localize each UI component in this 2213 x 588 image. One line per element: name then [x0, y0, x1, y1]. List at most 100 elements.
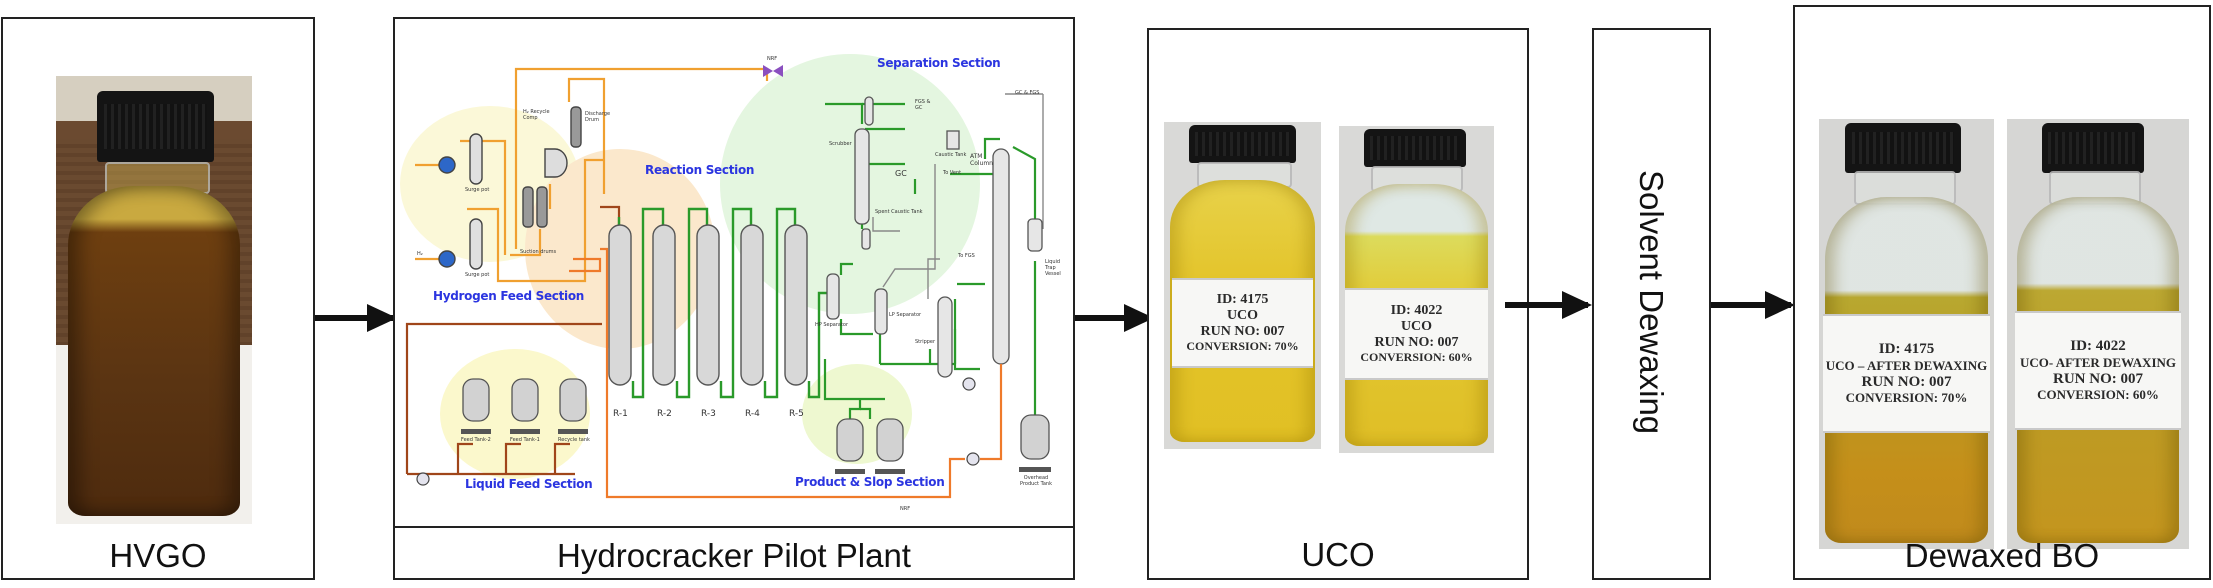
hp-separator-label: HP Separator [815, 322, 849, 328]
reactor-r3 [696, 224, 720, 386]
overhead-product-tank [1020, 414, 1050, 460]
sample-type: UCO – AFTER DEWAXING [1825, 357, 1988, 373]
surge-pot-label: Surge pot [465, 272, 490, 278]
reaction-section-label: Reaction Section [645, 163, 755, 177]
valve-icon [763, 65, 783, 77]
feed-tank-1-label: Feed Tank-1 [510, 437, 540, 443]
suction-drums-label: Suction drums [520, 249, 557, 255]
pilot-caption-divider [395, 526, 1073, 528]
sample-id: ID: 4022 [1390, 302, 1443, 318]
atm-column [992, 148, 1010, 365]
arrow-dewaxing-to-bo [1711, 291, 1795, 319]
solvent-dewaxing-panel: Solvent Dewaxing [1592, 28, 1711, 580]
suction-drum-1 [522, 186, 534, 228]
sample-label: ID: 4175 UCO RUN NO: 007 CONVERSION: 70% [1172, 278, 1313, 368]
separation-equipment [826, 96, 1043, 378]
bottle-cap [1845, 123, 1961, 173]
arrow-hvgo-to-pilot [315, 304, 397, 332]
caustic-tank [946, 130, 960, 150]
hp-separator [826, 273, 840, 320]
h2-recycle-compressor [544, 148, 568, 178]
feed-tank-2-label: Feed Tank-2 [461, 437, 491, 443]
sample-type: UCO- AFTER DEWAXING [2019, 354, 2176, 370]
h2-filter-1 [438, 156, 456, 174]
feed-pump [416, 472, 430, 486]
recycle-tank-label: Recycle tank [558, 437, 590, 443]
gc-fgs-label: GC & FGS [1015, 90, 1040, 96]
reactor-r4 [740, 224, 764, 386]
hvgo-liquid [68, 186, 240, 516]
hvgo-caption: HVGO [109, 537, 207, 574]
spent-caustic-tank-label: Spent Caustic Tank [875, 209, 923, 215]
product-tank [836, 418, 864, 462]
bottoms-line [569, 247, 1003, 499]
feed-lines [405, 205, 621, 476]
hydrogen-lines [415, 67, 769, 283]
liquid-feed-section-label: Liquid Feed Section [465, 477, 593, 491]
surge-pot-2 [469, 218, 483, 270]
separation-section-label: Separation Section [877, 56, 1001, 70]
dewaxed-bo-panel: ID: 4175 UCO – AFTER DEWAXING RUN NO: 00… [1793, 5, 2211, 580]
sample-id: ID: 4175 [1878, 341, 1935, 358]
reactor-label: R-3 [701, 409, 716, 419]
gc-label: GC [895, 169, 907, 178]
reactor-label: R-4 [745, 409, 760, 419]
dewaxed-sample-photo: ID: 4175 UCO – AFTER DEWAXING RUN NO: 00… [1819, 119, 1994, 549]
feed-tank-1 [511, 378, 539, 422]
discharge-drum [570, 106, 582, 148]
stripper-pump [962, 377, 976, 391]
surge-pot-1 [469, 133, 483, 185]
scrubber-label: Scrubber [829, 141, 852, 147]
reactor-label: R-1 [613, 409, 628, 419]
arrow-pilot-to-uco [1075, 304, 1154, 332]
sample-label: ID: 4175 UCO – AFTER DEWAXING RUN NO: 00… [1823, 314, 1990, 433]
process-flow-diagram [400, 54, 1051, 499]
tank-bases [461, 429, 1051, 474]
fgs-condenser [864, 96, 874, 126]
sample-conversion: CONVERSION: 70% [1845, 389, 1968, 405]
sample-conversion: CONVERSION: 60% [2037, 386, 2159, 402]
separation-lines [823, 102, 1037, 419]
reactor-r5 [784, 224, 808, 386]
h2-inlet-label: H₂ [417, 251, 423, 257]
to-vent-label: To Vent [943, 170, 962, 176]
dewaxed-bo-caption: Dewaxed BO [1904, 537, 2100, 574]
sample-conversion: CONVERSION: 70% [1186, 339, 1299, 354]
suction-drum-2 [536, 186, 548, 228]
h2-filter-2 [438, 250, 456, 268]
separation-gray-lines [872, 93, 1044, 299]
pumps [416, 377, 980, 486]
sample-run: RUN NO: 007 [1200, 324, 1285, 340]
liquid-trap-vessel-label: Liquid Trap Vessel [1045, 259, 1061, 277]
uco-caption: UCO [1301, 536, 1375, 573]
reactor-label: R-2 [657, 409, 672, 419]
caustic-tank-label: Caustic Tank [935, 152, 967, 158]
lp-separator-label: LP Separator [889, 312, 922, 318]
bottoms-pump [966, 452, 980, 466]
sample-id: ID: 4022 [2070, 338, 2126, 355]
arrow-uco-to-dewaxing [1505, 291, 1592, 319]
reactor-r2 [652, 224, 676, 386]
feed-tank-2 [462, 378, 490, 422]
sample-run: RUN NO: 007 [2053, 370, 2143, 387]
scrubber [854, 128, 870, 225]
bottle-cap [1189, 125, 1296, 163]
uco-panel: ID: 4175 UCO RUN NO: 007 CONVERSION: 70%… [1147, 28, 1529, 580]
reactor-interconnect [617, 207, 835, 399]
recycle-tank [559, 378, 587, 422]
sample-label: ID: 4022 UCO RUN NO: 007 CONVERSION: 60% [1345, 288, 1488, 380]
hydrogen-feed-section-label: Hydrogen Feed Section [433, 289, 585, 303]
overhead-product-tank-label: Overhead Product Tank [1020, 475, 1052, 487]
valve-label: NRF [767, 56, 778, 62]
pilot-plant-diagram: Hydrogen Feed Section Reaction Section S… [395, 19, 1073, 526]
uco-sample-photo: ID: 4022 UCO RUN NO: 007 CONVERSION: 60% [1339, 126, 1494, 453]
slop-tank [876, 418, 904, 462]
stripper [937, 296, 953, 378]
fgs-gc-label: FGS & GC [915, 99, 931, 111]
sample-run: RUN NO: 007 [1861, 373, 1952, 390]
stripper-label: Stripper [915, 339, 936, 345]
pilot-plant-caption: Hydrocracker Pilot Plant [557, 537, 911, 574]
solvent-dewaxing-label: Solvent Dewaxing [1633, 170, 1670, 435]
lp-condenser [861, 228, 871, 250]
uco-sample-photo: ID: 4175 UCO RUN NO: 007 CONVERSION: 70% [1164, 122, 1321, 449]
